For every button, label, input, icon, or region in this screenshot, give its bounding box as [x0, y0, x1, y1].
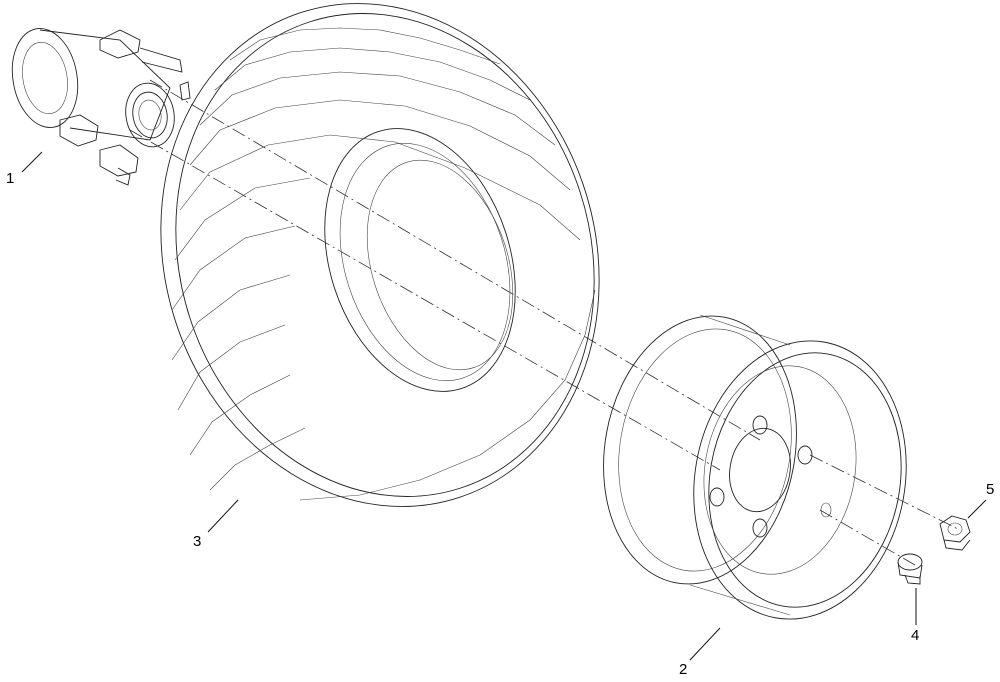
assembly-axis-lines: [129, 79, 961, 566]
callout-part-3: 3: [193, 533, 201, 550]
wheel-rim-icon: [603, 314, 907, 620]
valve-stem-icon: [897, 553, 923, 585]
lug-nut-icon: [939, 515, 971, 551]
wheel-hub-icon: [11, 27, 191, 186]
callout-part-2: 2: [679, 661, 687, 678]
callout-leaders: [21, 151, 987, 661]
callout-part-1: 1: [6, 170, 14, 187]
callout-part-5: 5: [986, 481, 994, 498]
tire-icon: [160, 3, 600, 507]
callout-part-4: 4: [911, 627, 919, 644]
